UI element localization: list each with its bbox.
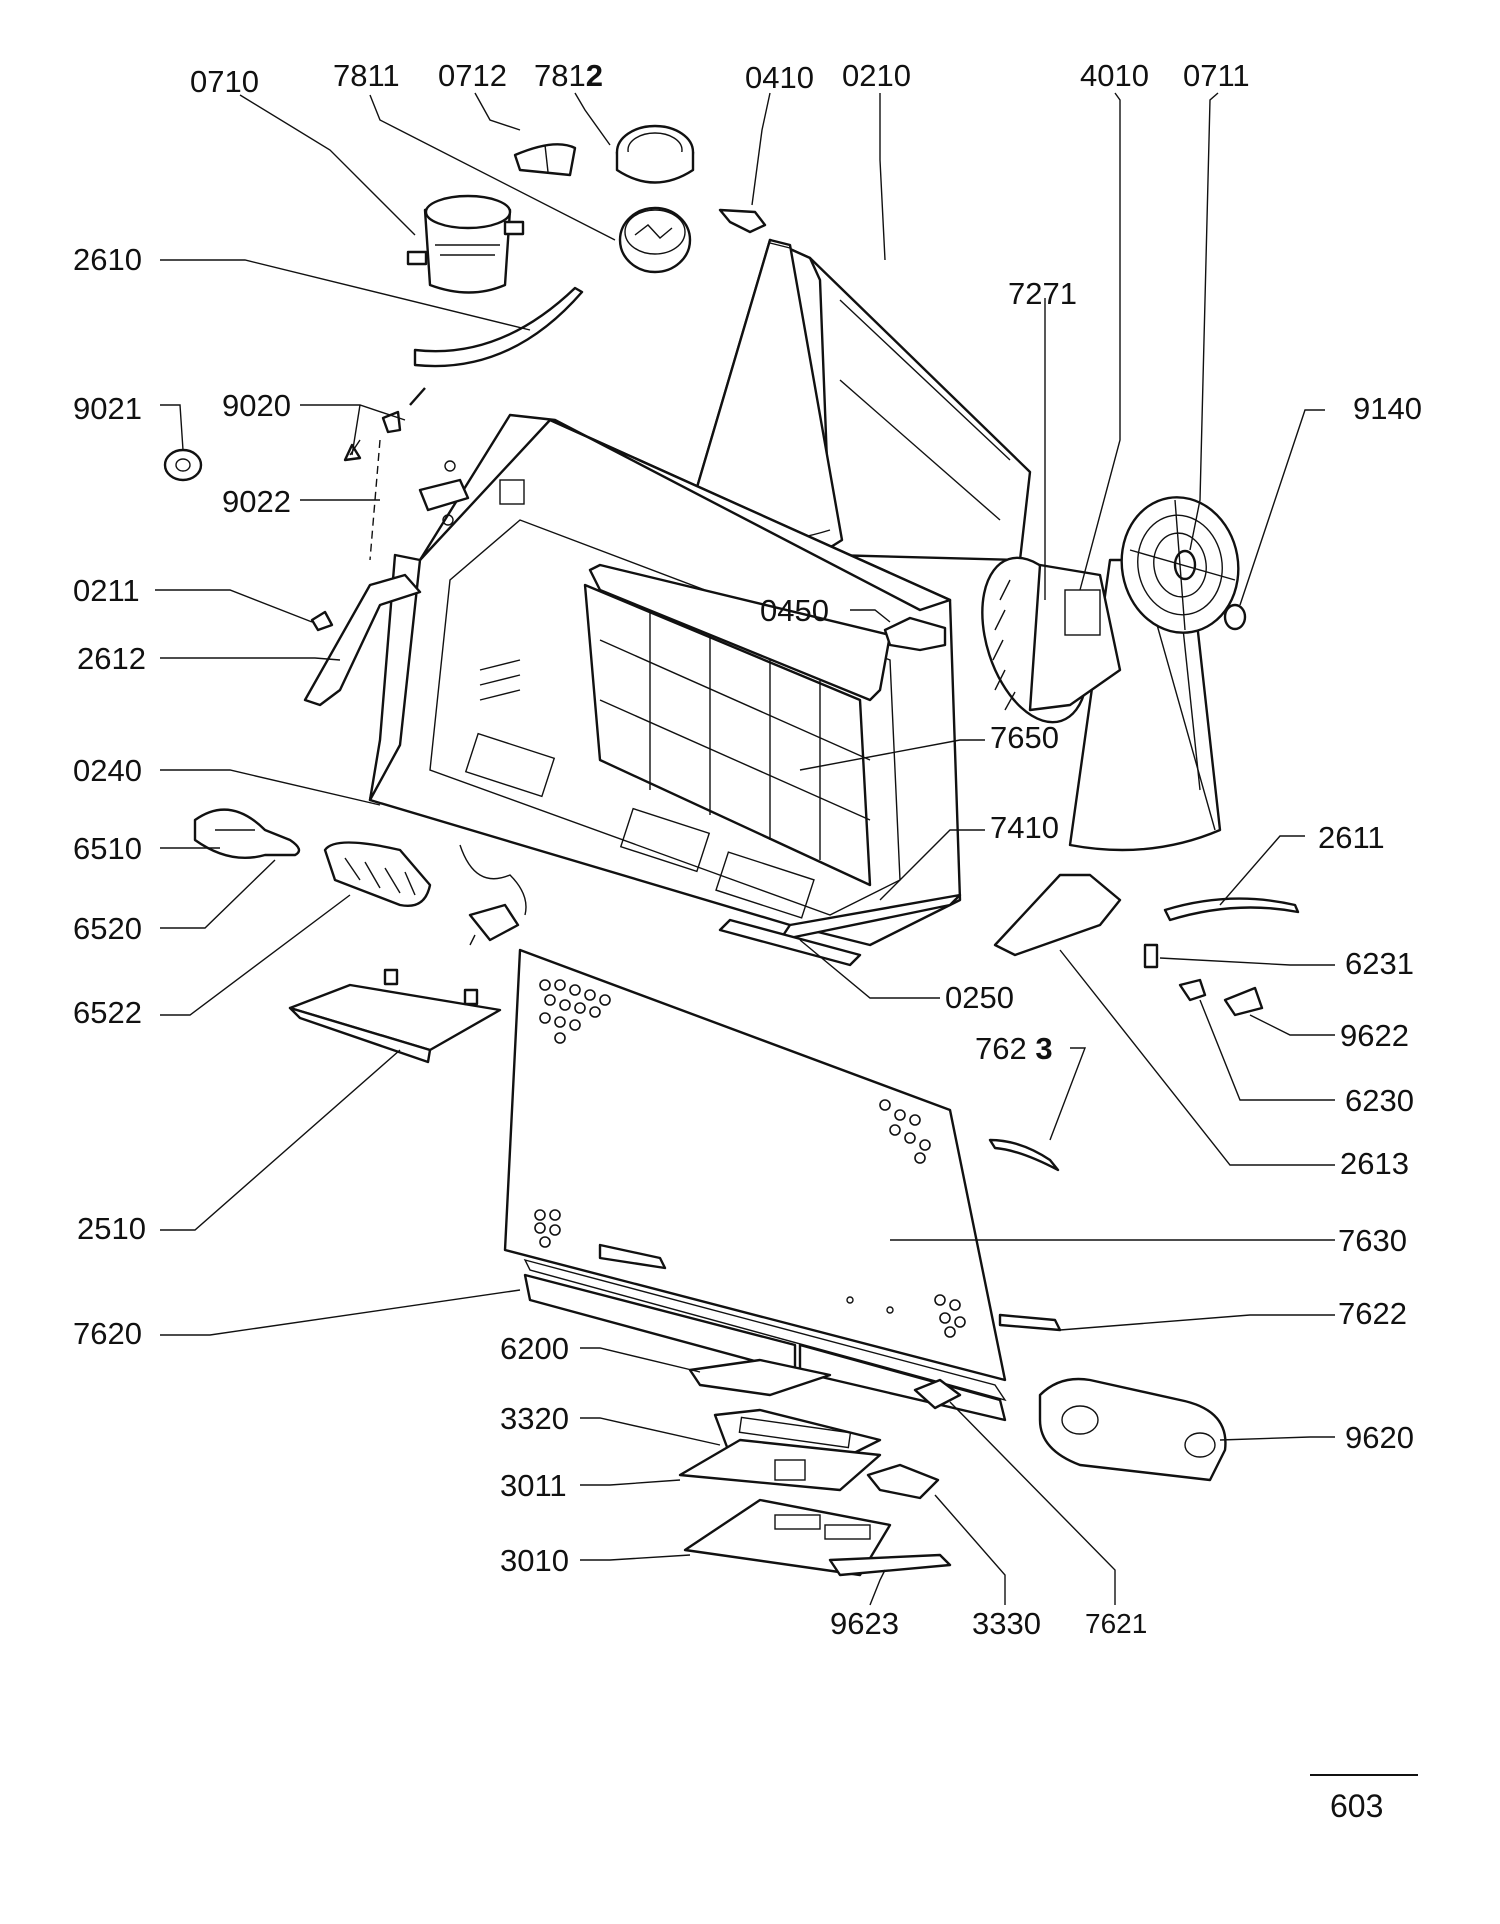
strip-2610-part <box>413 286 584 368</box>
bracket-2612-part <box>303 573 422 707</box>
clip-9622-part <box>1223 986 1264 1017</box>
chimney-duct-part <box>678 238 1032 571</box>
switch-6231-part <box>1143 943 1159 969</box>
bracket-0450-part <box>883 616 947 652</box>
label-2613: 2613 <box>1340 1146 1409 1181</box>
label-7650: 7650 <box>990 720 1059 755</box>
lamp-6510-part <box>193 808 301 859</box>
label-6522: 6522 <box>73 995 142 1030</box>
bracket-6200-part <box>688 1358 832 1397</box>
label-7621: 7621 <box>1085 1608 1148 1639</box>
label-6231: 6231 <box>1345 946 1414 981</box>
page-number: 603 <box>1330 1788 1384 1824</box>
edge-strip-7623-part <box>988 1138 1060 1172</box>
bar-9623-part <box>828 1553 952 1577</box>
strip-2611-part <box>1163 897 1300 922</box>
hood-body-part <box>368 413 962 947</box>
label-2610: 2610 <box>73 242 142 277</box>
label-7623: 762 3 <box>975 1031 1053 1066</box>
screws-9020-part <box>343 387 426 462</box>
ring-7812-part <box>615 124 695 184</box>
label-7410: 7410 <box>990 810 1059 845</box>
label-7622: 7622 <box>1338 1296 1407 1331</box>
label-3010: 3010 <box>500 1543 569 1578</box>
label-7620: 7620 <box>73 1316 142 1351</box>
label-2611: 2611 <box>1318 820 1385 855</box>
front-panel-part <box>503 948 1007 1402</box>
label-3330: 3330 <box>972 1606 1041 1641</box>
label-0450: 0450 <box>760 593 829 628</box>
flap-0712-part <box>513 143 577 177</box>
fan-motor-part <box>981 556 1122 724</box>
panel-strip-7620-part <box>523 1273 1007 1422</box>
label-6230: 6230 <box>1345 1083 1414 1118</box>
label-6510: 6510 <box>73 831 142 866</box>
label-0211: 0211 <box>73 573 140 608</box>
label-9022: 9022 <box>222 484 291 519</box>
clip-0211-part <box>310 610 334 632</box>
valve-7811-part <box>618 206 692 274</box>
label-0250: 0250 <box>945 980 1014 1015</box>
switch-6230-part <box>1178 978 1207 1002</box>
label-2612: 2612 <box>77 641 146 676</box>
switch-3330-part <box>866 1463 940 1500</box>
label-0410: 0410 <box>745 60 814 95</box>
label-4010: 4010 <box>1080 58 1149 93</box>
control-board-3011-part <box>678 1438 882 1492</box>
label-9140: 9140 <box>1353 391 1422 426</box>
label-9620: 9620 <box>1345 1420 1414 1455</box>
label-9020: 9020 <box>222 388 291 423</box>
clip-7621-part <box>913 1378 962 1410</box>
clip-7622-part <box>998 1313 1062 1332</box>
label-0711: 0711 <box>1183 58 1250 93</box>
label-9021: 9021 <box>73 391 142 426</box>
label-0712: 0712 <box>438 58 507 93</box>
knob-9021-part <box>163 448 203 482</box>
leader-lines <box>155 92 1335 1606</box>
control-panel-3010-part <box>683 1498 892 1577</box>
lamp-cover-6520-part <box>323 841 432 907</box>
label-3011: 3011 <box>500 1468 567 1503</box>
bracket-2613-part <box>993 873 1122 957</box>
label-9622: 9622 <box>1340 1018 1409 1053</box>
bracket-9022-part <box>418 460 470 526</box>
duct-adapter-0710-part <box>406 194 525 294</box>
cable-plug-part <box>459 844 527 946</box>
ring-9140-part <box>1223 603 1247 631</box>
clip-0410-part <box>718 208 767 234</box>
label-6520: 6520 <box>73 911 142 946</box>
fan-guard-part <box>1120 496 1240 634</box>
lamp-holder-2510-part <box>288 968 502 1064</box>
label-2510: 2510 <box>77 1211 146 1246</box>
front-strip-part <box>718 893 962 967</box>
label-7271: 7271 <box>1008 276 1077 311</box>
label-0210: 0210 <box>842 58 911 93</box>
label-9623: 9623 <box>830 1606 899 1641</box>
label-0240: 0240 <box>73 753 142 788</box>
label-3320: 3320 <box>500 1401 569 1436</box>
page-number-rule <box>1310 1774 1418 1776</box>
label-0710: 0710 <box>190 64 259 99</box>
cover-9620-part <box>1038 1377 1227 1482</box>
label-6200: 6200 <box>500 1331 569 1366</box>
label-7811: 7811 <box>333 58 400 93</box>
label-7812: 7812 <box>534 58 603 93</box>
label-7630: 7630 <box>1338 1223 1407 1258</box>
